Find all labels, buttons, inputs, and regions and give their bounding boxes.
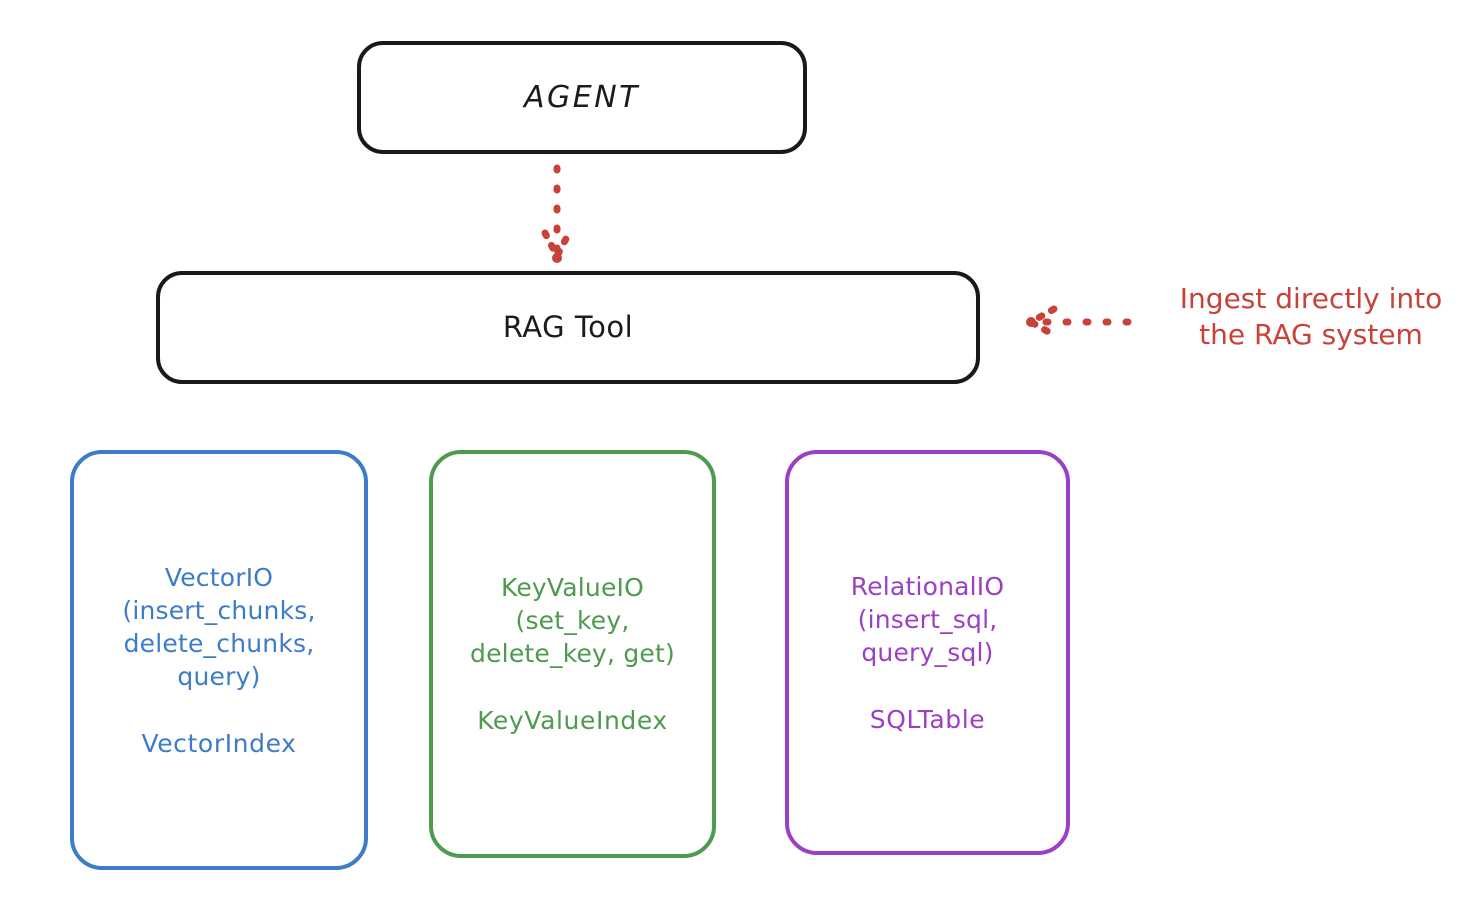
node-key-value-io-text: KeyValueIO (set_key, delete_key, get) Ke… xyxy=(464,538,681,770)
node-key-value-io[interactable]: KeyValueIO (set_key, delete_key, get) Ke… xyxy=(429,450,716,858)
node-rag-tool[interactable]: RAG Tool xyxy=(156,271,980,384)
node-rag-tool-label: RAG Tool xyxy=(502,309,634,344)
node-vector-io[interactable]: VectorIO (insert_chunks, delete_chunks, … xyxy=(70,450,368,870)
node-key-value-io-api: KeyValueIO (set_key, delete_key, get) xyxy=(470,573,675,668)
node-relational-io[interactable]: RelationalIO (insert_sql, query_sql) SQL… xyxy=(785,450,1070,855)
node-relational-io-text: RelationalIO (insert_sql, query_sql) SQL… xyxy=(845,537,1011,769)
node-relational-io-index: SQLTable xyxy=(869,704,986,734)
node-relational-io-api: RelationalIO (insert_sql, query_sql) xyxy=(850,571,1005,667)
node-agent[interactable]: AGENT xyxy=(357,41,807,154)
node-vector-io-api: VectorIO (insert_chunks, delete_chunks, … xyxy=(122,562,316,691)
annotation-ingest-note: Ingest directly into the RAG system xyxy=(1179,282,1443,352)
arrow-ingest-to-rag-tool xyxy=(1026,305,1132,339)
arrow-agent-to-rag-tool xyxy=(541,164,573,263)
node-key-value-io-index: KeyValueIndex xyxy=(477,706,668,735)
node-vector-io-text: VectorIO (insert_chunks, delete_chunks, … xyxy=(116,528,321,793)
node-agent-label: AGENT xyxy=(524,80,640,115)
node-vector-io-index: VectorIndex xyxy=(141,728,297,758)
